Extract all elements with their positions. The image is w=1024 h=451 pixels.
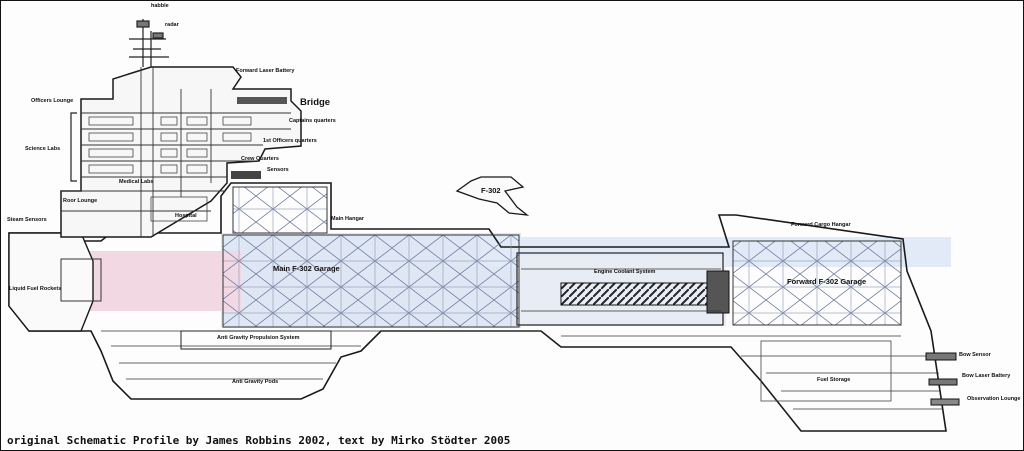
- label-medical-labs: Medical Labs: [119, 179, 154, 185]
- label-crew-quarters: Crew Quarters: [241, 156, 279, 162]
- label-main-garage: Main F-302 Garage: [273, 264, 340, 273]
- label-captains-quarters: Captains quarters: [289, 118, 336, 124]
- rocket-block: [8, 232, 94, 332]
- label-forward-garage: Forward F-302 Garage: [787, 277, 867, 286]
- label-bridge: Bridge: [300, 97, 331, 108]
- bridge-windows: [237, 97, 287, 104]
- label-roor-lounge: Roor Lounge: [63, 198, 98, 204]
- label-fuel-storage: Fuel Storage: [817, 377, 851, 383]
- label-sensors: Sensors: [267, 167, 289, 173]
- coolant-head: [706, 270, 730, 314]
- label-radar: radar: [165, 22, 179, 28]
- tower-decks: [61, 112, 291, 212]
- crew-quarters-strip: [231, 171, 261, 179]
- mast: [129, 19, 169, 67]
- label-main-hangar: Main Hangar: [331, 216, 365, 222]
- label-hospital: Hospital: [175, 213, 197, 219]
- forward-garage-grid: [732, 240, 902, 326]
- label-engine-coolant: Engine Coolant System: [594, 269, 656, 275]
- tower-columns: [140, 67, 212, 237]
- hospital-room: [150, 196, 208, 222]
- bow-sensor-block: [925, 352, 957, 361]
- label-forward-cargo-hangar: Forward Cargo Hangar: [791, 222, 851, 228]
- label-science-labs: Science Labs: [25, 146, 61, 152]
- fuel-storage-bay: [760, 340, 892, 402]
- f302-silhouette: [455, 176, 530, 216]
- label-bow-laser-battery: Bow Laser Battery: [962, 373, 1011, 379]
- label-steam-sensors: Steam Sensors: [7, 217, 47, 223]
- main-garage-grid: [222, 234, 520, 328]
- label-first-officers-quarters: 1st Officers quarters: [263, 138, 317, 144]
- pink-tint: [81, 251, 241, 311]
- science-labs-bracket: [70, 112, 77, 182]
- tower-windows: [88, 116, 252, 174]
- label-f302: F-302: [481, 186, 501, 195]
- rocket-nozzle: [60, 258, 102, 302]
- label-observation-lounge: Observation Lounge: [967, 396, 1021, 402]
- observation-block: [930, 398, 960, 406]
- label-habble: habble: [151, 3, 169, 9]
- main-hangar-grid: [232, 186, 328, 234]
- lower-decks: [101, 330, 943, 410]
- coolant-band: [560, 282, 712, 306]
- label-anti-gravity-propulsion: Anti Gravity Propulsion System: [217, 335, 300, 341]
- label-anti-gravity-pods: Anti Gravity Pods: [232, 379, 279, 385]
- credit-line: original Schematic Profile by James Robb…: [7, 434, 511, 447]
- label-forward-laser-battery: Forward Laser Battery: [236, 68, 295, 74]
- label-officers-lounge: Officers Lounge: [31, 98, 74, 104]
- anti-gravity-system: [180, 330, 332, 350]
- bow-laser-block: [928, 378, 958, 386]
- label-liquid-fuel-rockets: Liquid Fuel Rockets: [9, 286, 62, 292]
- label-bow-sensor: Bow Sensor: [959, 352, 991, 358]
